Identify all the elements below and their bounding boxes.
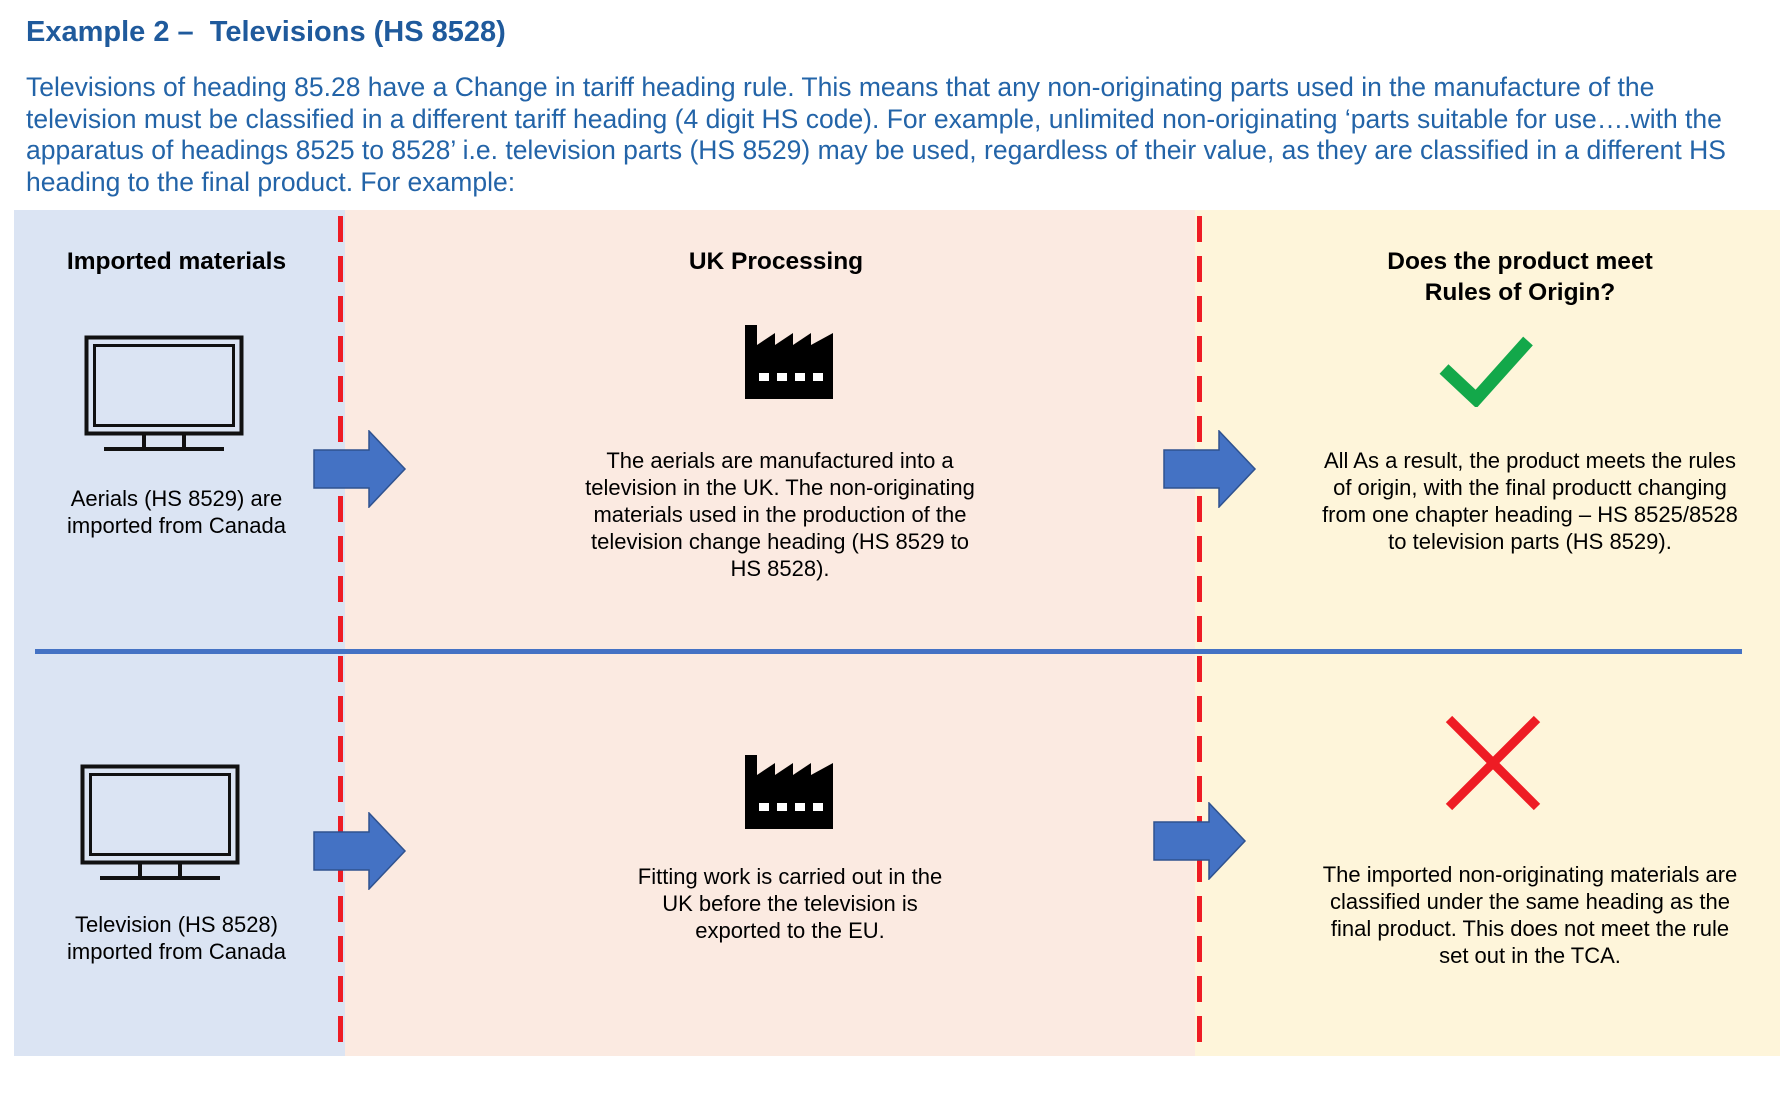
- column-header-result: Does the product meet Rules of Origin?: [1387, 248, 1653, 306]
- row1-imported-caption: Aerials (HS 8529) are imported from Cana…: [67, 486, 286, 538]
- imported-materials-panel: [14, 210, 345, 1056]
- column-divider-right: [1197, 216, 1202, 1056]
- television-icon: [80, 764, 240, 880]
- television-icon: [84, 335, 244, 451]
- factory-icon: [745, 755, 833, 829]
- column-header-imported: Imported materials: [66, 248, 287, 275]
- column-divider-left: [338, 216, 343, 1056]
- column-header-processing: UK Processing: [688, 248, 864, 275]
- arrow-right-icon: [1153, 802, 1247, 880]
- factory-icon: [745, 325, 833, 399]
- cross-icon: [1445, 715, 1541, 811]
- rules-of-origin-panel: [1195, 210, 1780, 1056]
- arrow-right-icon: [313, 812, 407, 890]
- intro-paragraph: Televisions of heading 85.28 have a Chan…: [26, 72, 1726, 197]
- row1-processing-caption: The aerials are manufactured into a tele…: [585, 448, 975, 581]
- row1-result-caption: All As a result, the product meets the r…: [1322, 448, 1738, 554]
- arrow-right-icon: [313, 430, 407, 508]
- page-title: Example 2 – Televisions (HS 8528): [26, 16, 506, 48]
- row2-result-caption: The imported non-originating materials a…: [1322, 862, 1738, 968]
- row2-imported-caption: Television (HS 8528) imported from Canad…: [67, 912, 286, 964]
- arrow-right-icon: [1163, 430, 1257, 508]
- check-icon: [1439, 336, 1533, 407]
- row2-processing-caption: Fitting work is carried out in the UK be…: [637, 864, 943, 943]
- row-divider: [35, 649, 1742, 654]
